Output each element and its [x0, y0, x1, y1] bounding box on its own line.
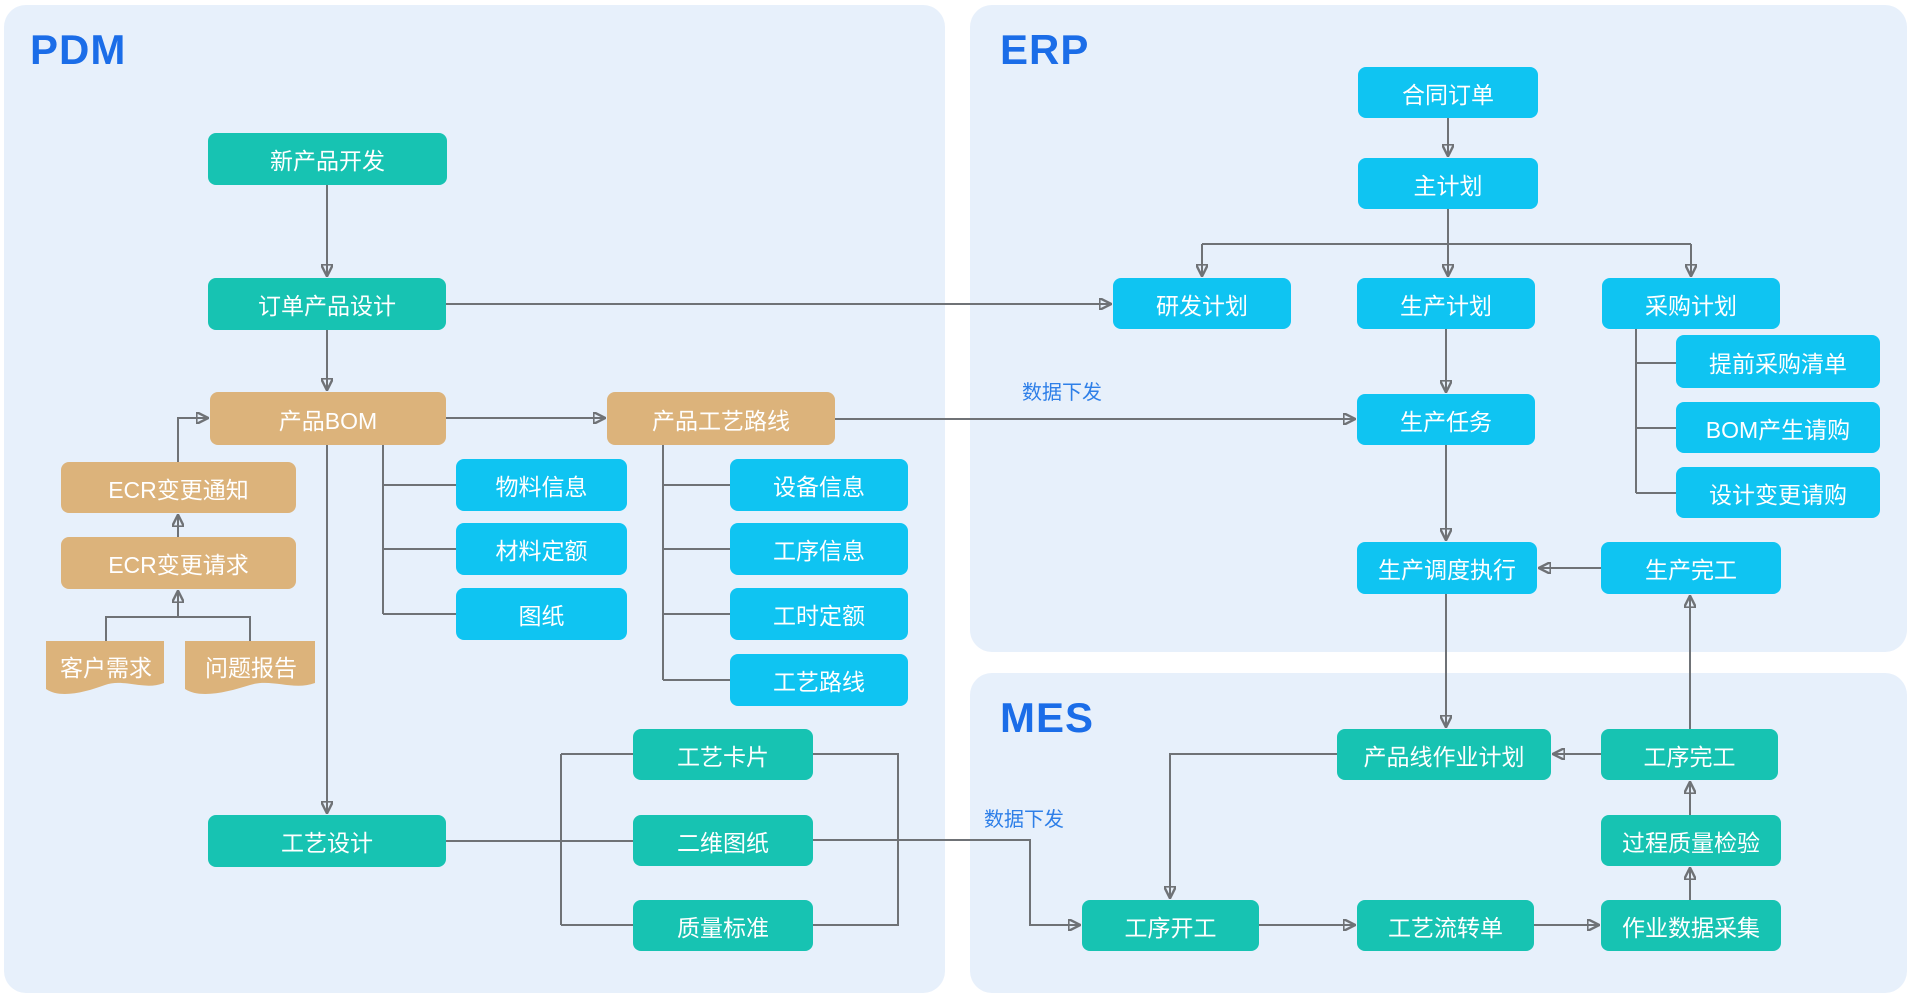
- node-hour-quota: 工时定额: [730, 588, 908, 640]
- node-operation-start: 工序开工: [1082, 900, 1259, 951]
- node-advance-purchase-list: 提前采购清单: [1676, 335, 1880, 388]
- node-order-product-design: 订单产品设计: [208, 278, 446, 330]
- doc-label: 问题报告: [205, 655, 297, 681]
- node-new-product-dev: 新产品开发: [208, 133, 447, 185]
- document-shape-icon: [185, 641, 315, 694]
- node-drawing-2d: 二维图纸: [633, 815, 813, 866]
- node-production-task: 生产任务: [1357, 394, 1535, 445]
- node-process-card: 工艺卡片: [633, 729, 813, 780]
- node-ecr-change-request: ECR变更请求: [61, 537, 296, 589]
- node-production-plan: 生产计划: [1357, 278, 1535, 329]
- edge-label-mes-data-release: 数据下发: [984, 809, 1064, 831]
- doc-label: 客户需求: [60, 655, 152, 681]
- node-master-plan: 主计划: [1358, 158, 1538, 209]
- node-design-change-purchase: 设计变更请购: [1676, 467, 1880, 518]
- node-production-dispatch: 生产调度执行: [1357, 542, 1537, 594]
- node-process-design: 工艺设计: [208, 815, 446, 867]
- document-shape-icon: [46, 641, 164, 694]
- node-contract-order: 合同订单: [1358, 67, 1538, 118]
- node-material-info: 物料信息: [456, 459, 627, 511]
- node-rd-plan: 研发计划: [1113, 278, 1291, 329]
- node-equipment-info: 设备信息: [730, 459, 908, 511]
- node-problem-report: 问题报告: [185, 641, 317, 699]
- edge-label-erp-data-release: 数据下发: [1022, 382, 1102, 404]
- node-line-job-plan: 产品线作业计划: [1337, 729, 1551, 780]
- node-purchase-plan: 采购计划: [1602, 278, 1780, 329]
- node-process-route: 工艺路线: [730, 654, 908, 706]
- node-operation-complete: 工序完工: [1601, 729, 1778, 780]
- node-product-bom: 产品BOM: [210, 392, 446, 445]
- node-ecr-change-notice: ECR变更通知: [61, 462, 296, 513]
- node-production-complete: 生产完工: [1601, 542, 1781, 594]
- node-process-quality-check: 过程质量检验: [1601, 815, 1781, 866]
- panel-title-erp: ERP: [1000, 26, 1090, 73]
- node-job-data-collect: 作业数据采集: [1601, 900, 1781, 951]
- node-bom-purchase-request: BOM产生请购: [1676, 402, 1880, 453]
- node-craft-flow-sheet: 工艺流转单: [1357, 900, 1534, 951]
- node-product-process-route: 产品工艺路线: [607, 392, 835, 445]
- node-process-info: 工序信息: [730, 523, 908, 575]
- node-material-quota: 材料定额: [456, 523, 627, 575]
- node-quality-standard: 质量标准: [633, 900, 813, 951]
- node-drawing: 图纸: [456, 588, 627, 640]
- node-customer-need: 客户需求: [46, 641, 166, 699]
- panel-title-mes: MES: [1000, 694, 1095, 741]
- panel-title-pdm: PDM: [30, 26, 127, 73]
